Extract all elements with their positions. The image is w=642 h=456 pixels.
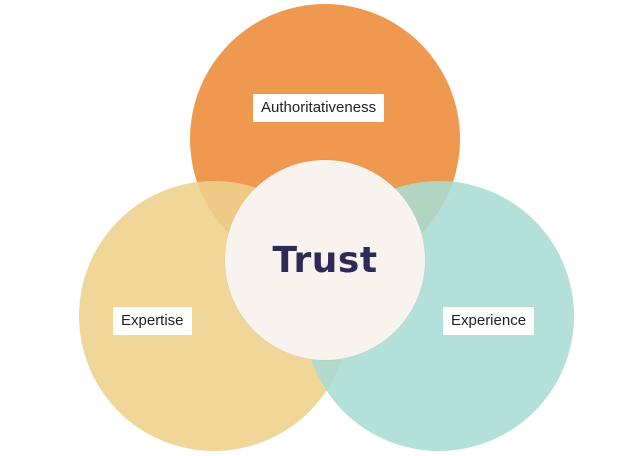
trust-center-circle: Trust	[225, 160, 425, 360]
authoritativeness-label: Authoritativeness	[253, 94, 385, 122]
expertise-label: Expertise	[113, 307, 192, 335]
experience-label: Experience	[443, 307, 535, 335]
trust-label: Trust	[272, 239, 378, 281]
